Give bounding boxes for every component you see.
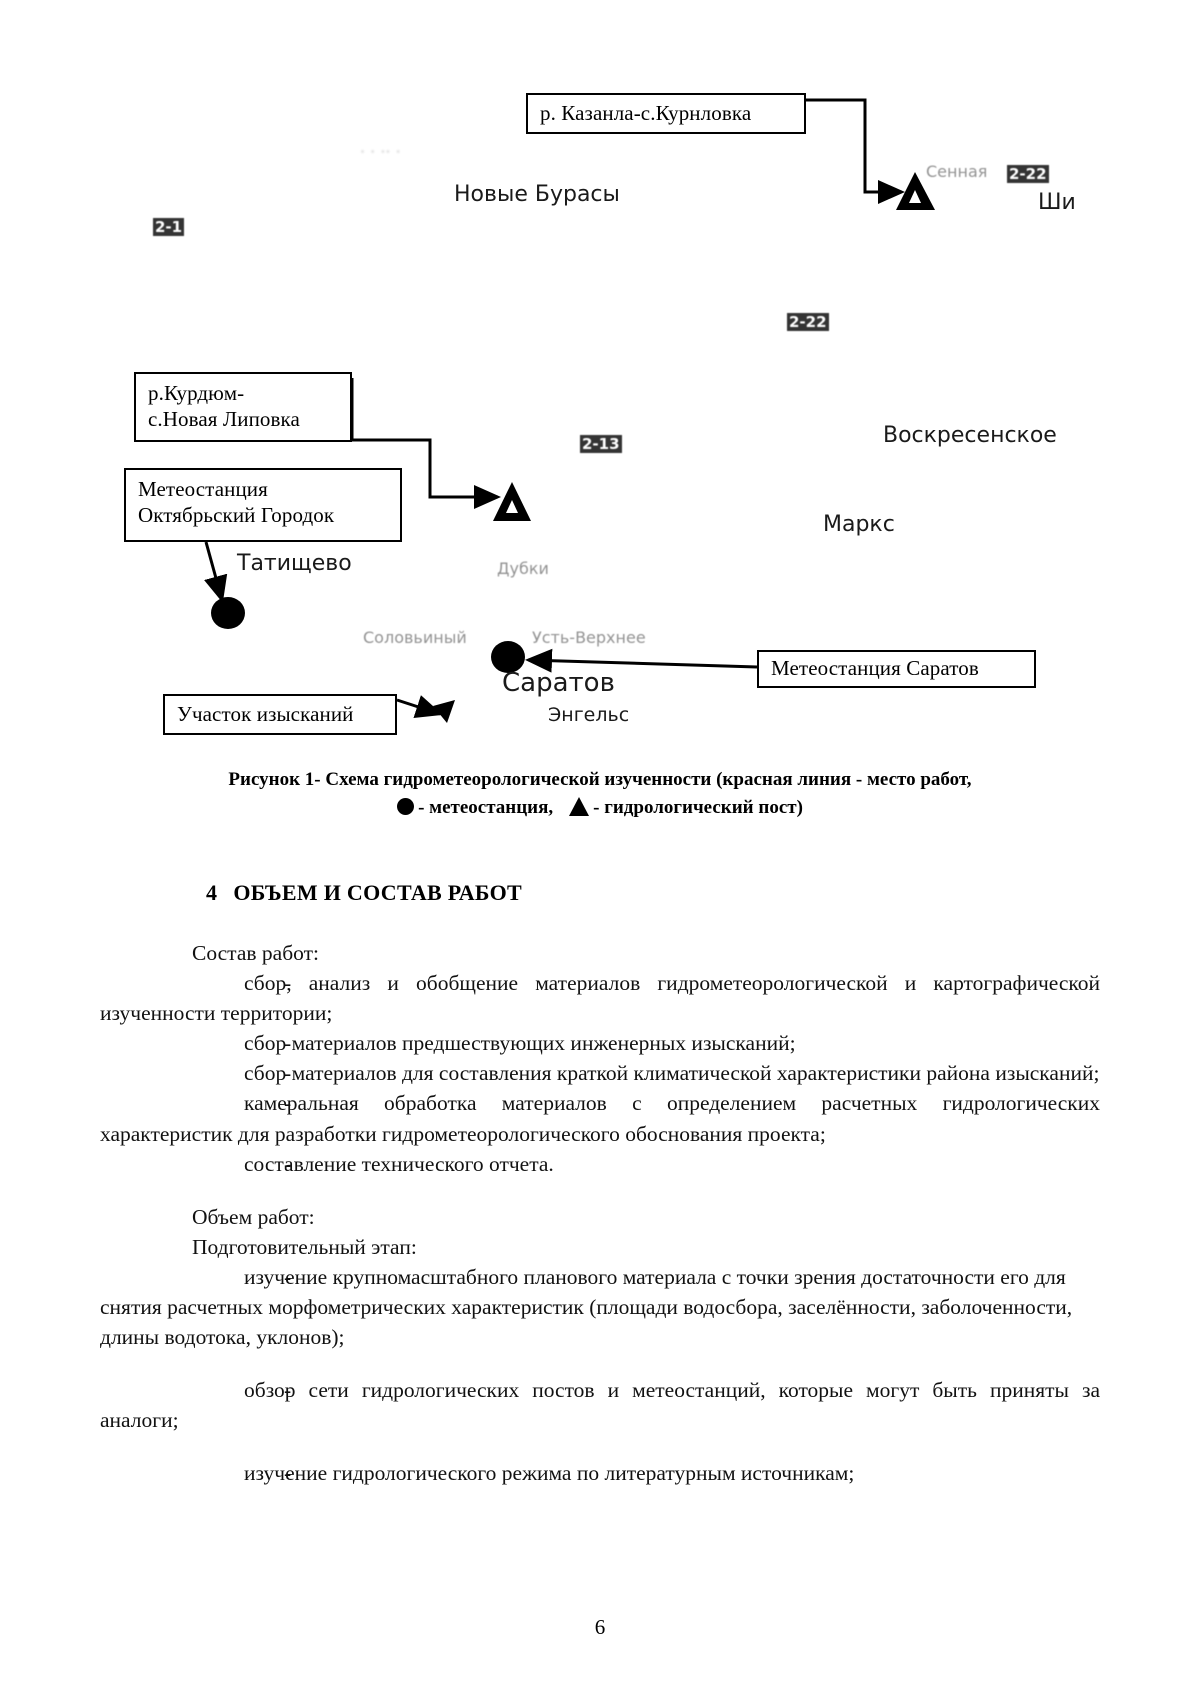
callout-meteostation-oktyabrsky-line2: Октябрьский Городок — [138, 502, 335, 527]
callout-meteostation-oktyabrsky-line1: Метеостанция — [138, 477, 268, 501]
callout-kazanla[interactable]: р. Казанла-с.Курнловка — [526, 93, 806, 134]
scan-artifact-4: 2‑13 — [580, 435, 622, 453]
list-dash: - — [284, 1264, 292, 1289]
podgot-item-1-text: обзор сети гидрологических постов и мете… — [100, 1378, 1100, 1433]
scan-artifact-3: 2‑22 — [787, 313, 829, 331]
map-label-sennaya: Сенная — [926, 162, 988, 181]
map-label-ust-verhnee: Усть-Верхнее — [532, 628, 646, 647]
list-dash: - — [284, 1091, 292, 1116]
sostav-item-0: -сбор, анализ и обобщение материалов гид… — [100, 968, 1100, 1028]
list-dash: - — [284, 1151, 292, 1176]
meteostation-marker-tatischevo — [211, 597, 245, 629]
list-dash: - — [284, 1461, 292, 1486]
callout-kurdyum-line1: р.Курдюм- — [148, 381, 245, 405]
callout-uchastok-izyskanii[interactable]: Участок изысканий — [163, 694, 397, 735]
map-label-solovyiny: Соловьиный — [363, 628, 467, 647]
podgotovitelny-etap-label: Подготовительный этап: — [192, 1234, 417, 1259]
obem-rabot-label: Объем работ: — [192, 1204, 315, 1229]
map-label-marks: Маркс — [823, 512, 895, 537]
sostav-rabot-label: Состав работ: — [192, 941, 319, 965]
podgot-item-2: -изучение гидрологического режима по лит… — [100, 1458, 1100, 1488]
callout-meteostation-saratov-label: Метеостанция Саратов — [771, 656, 979, 681]
map-label-tatischevo: Татищево — [237, 551, 352, 576]
sostav-item-1: -сбор материалов предшествующих инженерн… — [100, 1028, 1100, 1058]
callout-kazanla-label: р. Казанла-с.Курнловка — [540, 100, 752, 125]
figure-hydromet-scheme: р. Казанла-с.Курнловка р.Курдюм- с.Новая… — [0, 0, 1200, 818]
sostav-item-2-text: сбор материалов для составления краткой … — [244, 1061, 1100, 1086]
callout-kurdyum[interactable]: р.Курдюм- с.Новая Липовка — [134, 372, 352, 442]
section-heading: 4 ОБЪЕМ И СОСТАВ РАБОТ — [100, 880, 1100, 906]
legend-hydropost-label: - гидрологический пост) — [593, 796, 803, 818]
list-dash: - — [284, 971, 292, 996]
callout-meteostation-oktyabrsky[interactable]: Метеостанция Октябрьский Городок — [124, 468, 402, 542]
list-dash: - — [284, 1031, 292, 1056]
scan-artifact-2: 2‑1 — [153, 218, 185, 236]
hydro-post-marker-kurdyum — [493, 482, 531, 521]
podgot-item-0-text: изучение крупномасштабного планового мат… — [100, 1264, 1073, 1350]
sostav-item-4-text: составление технического отчета. — [244, 1151, 554, 1176]
page-number: 6 — [594, 1615, 606, 1639]
legend-hydropost-icon — [569, 796, 590, 816]
sostav-item-2: -сбор материалов для составления краткой… — [100, 1058, 1100, 1088]
map-label-novye-burasy: Новые Бурасы — [454, 182, 620, 207]
podgot-item-0: -изучение крупномасштабного планового ма… — [100, 1262, 1100, 1352]
sostav-item-3: -камеральная обработка материалов с опре… — [100, 1088, 1100, 1148]
list-dash: - — [284, 1061, 292, 1086]
legend-meteostation-label: - метеостанция, — [418, 796, 554, 818]
sostav-item-3-text: камеральная обработка материалов с опред… — [100, 1091, 1100, 1146]
podgot-item-1: -обзор сети гидрологических постов и мет… — [100, 1375, 1100, 1435]
map-label-engels: Энгельс — [548, 704, 630, 726]
sostav-item-1-text: сбор материалов предшествующих инженерны… — [244, 1031, 796, 1056]
callout-kurdyum-line2: с.Новая Липовка — [148, 406, 300, 431]
callout-meteostation-saratov[interactable]: Метеостанция Саратов — [757, 650, 1036, 688]
legend-meteostation-icon — [397, 797, 415, 815]
scan-artifact-1: 2‑22 — [1007, 165, 1049, 183]
map-label-shi: Ши — [1038, 190, 1076, 215]
figure-caption-line1: Рисунок 1- Схема гидрометеорологической … — [228, 769, 972, 790]
section-title: ОБЪЕМ И СОСТАВ РАБОТ — [233, 880, 523, 905]
list-dash: - — [284, 1378, 292, 1403]
sostav-item-4: -составление технического отчета. — [100, 1149, 1100, 1179]
map-label-dubki: Дубки — [497, 559, 549, 578]
figure-caption-line2: - метеостанция, - гидрологический пост) — [0, 794, 1200, 822]
section-number: 4 — [206, 880, 218, 905]
scan-artifact-5: · · ·· · — [360, 142, 401, 161]
map-label-saratov: Саратов — [502, 668, 615, 698]
map-label-voskresenskoe: Воскресенское — [883, 423, 1057, 448]
podgot-item-2-text: изучение гидрологического режима по лите… — [244, 1461, 855, 1486]
callout-uchastok-izyskanii-label: Участок изысканий — [177, 701, 354, 726]
sostav-item-0-text: сбор, анализ и обобщение материалов гидр… — [100, 971, 1100, 1026]
figure-caption: Рисунок 1- Схема гидрометеорологической … — [0, 766, 1200, 821]
